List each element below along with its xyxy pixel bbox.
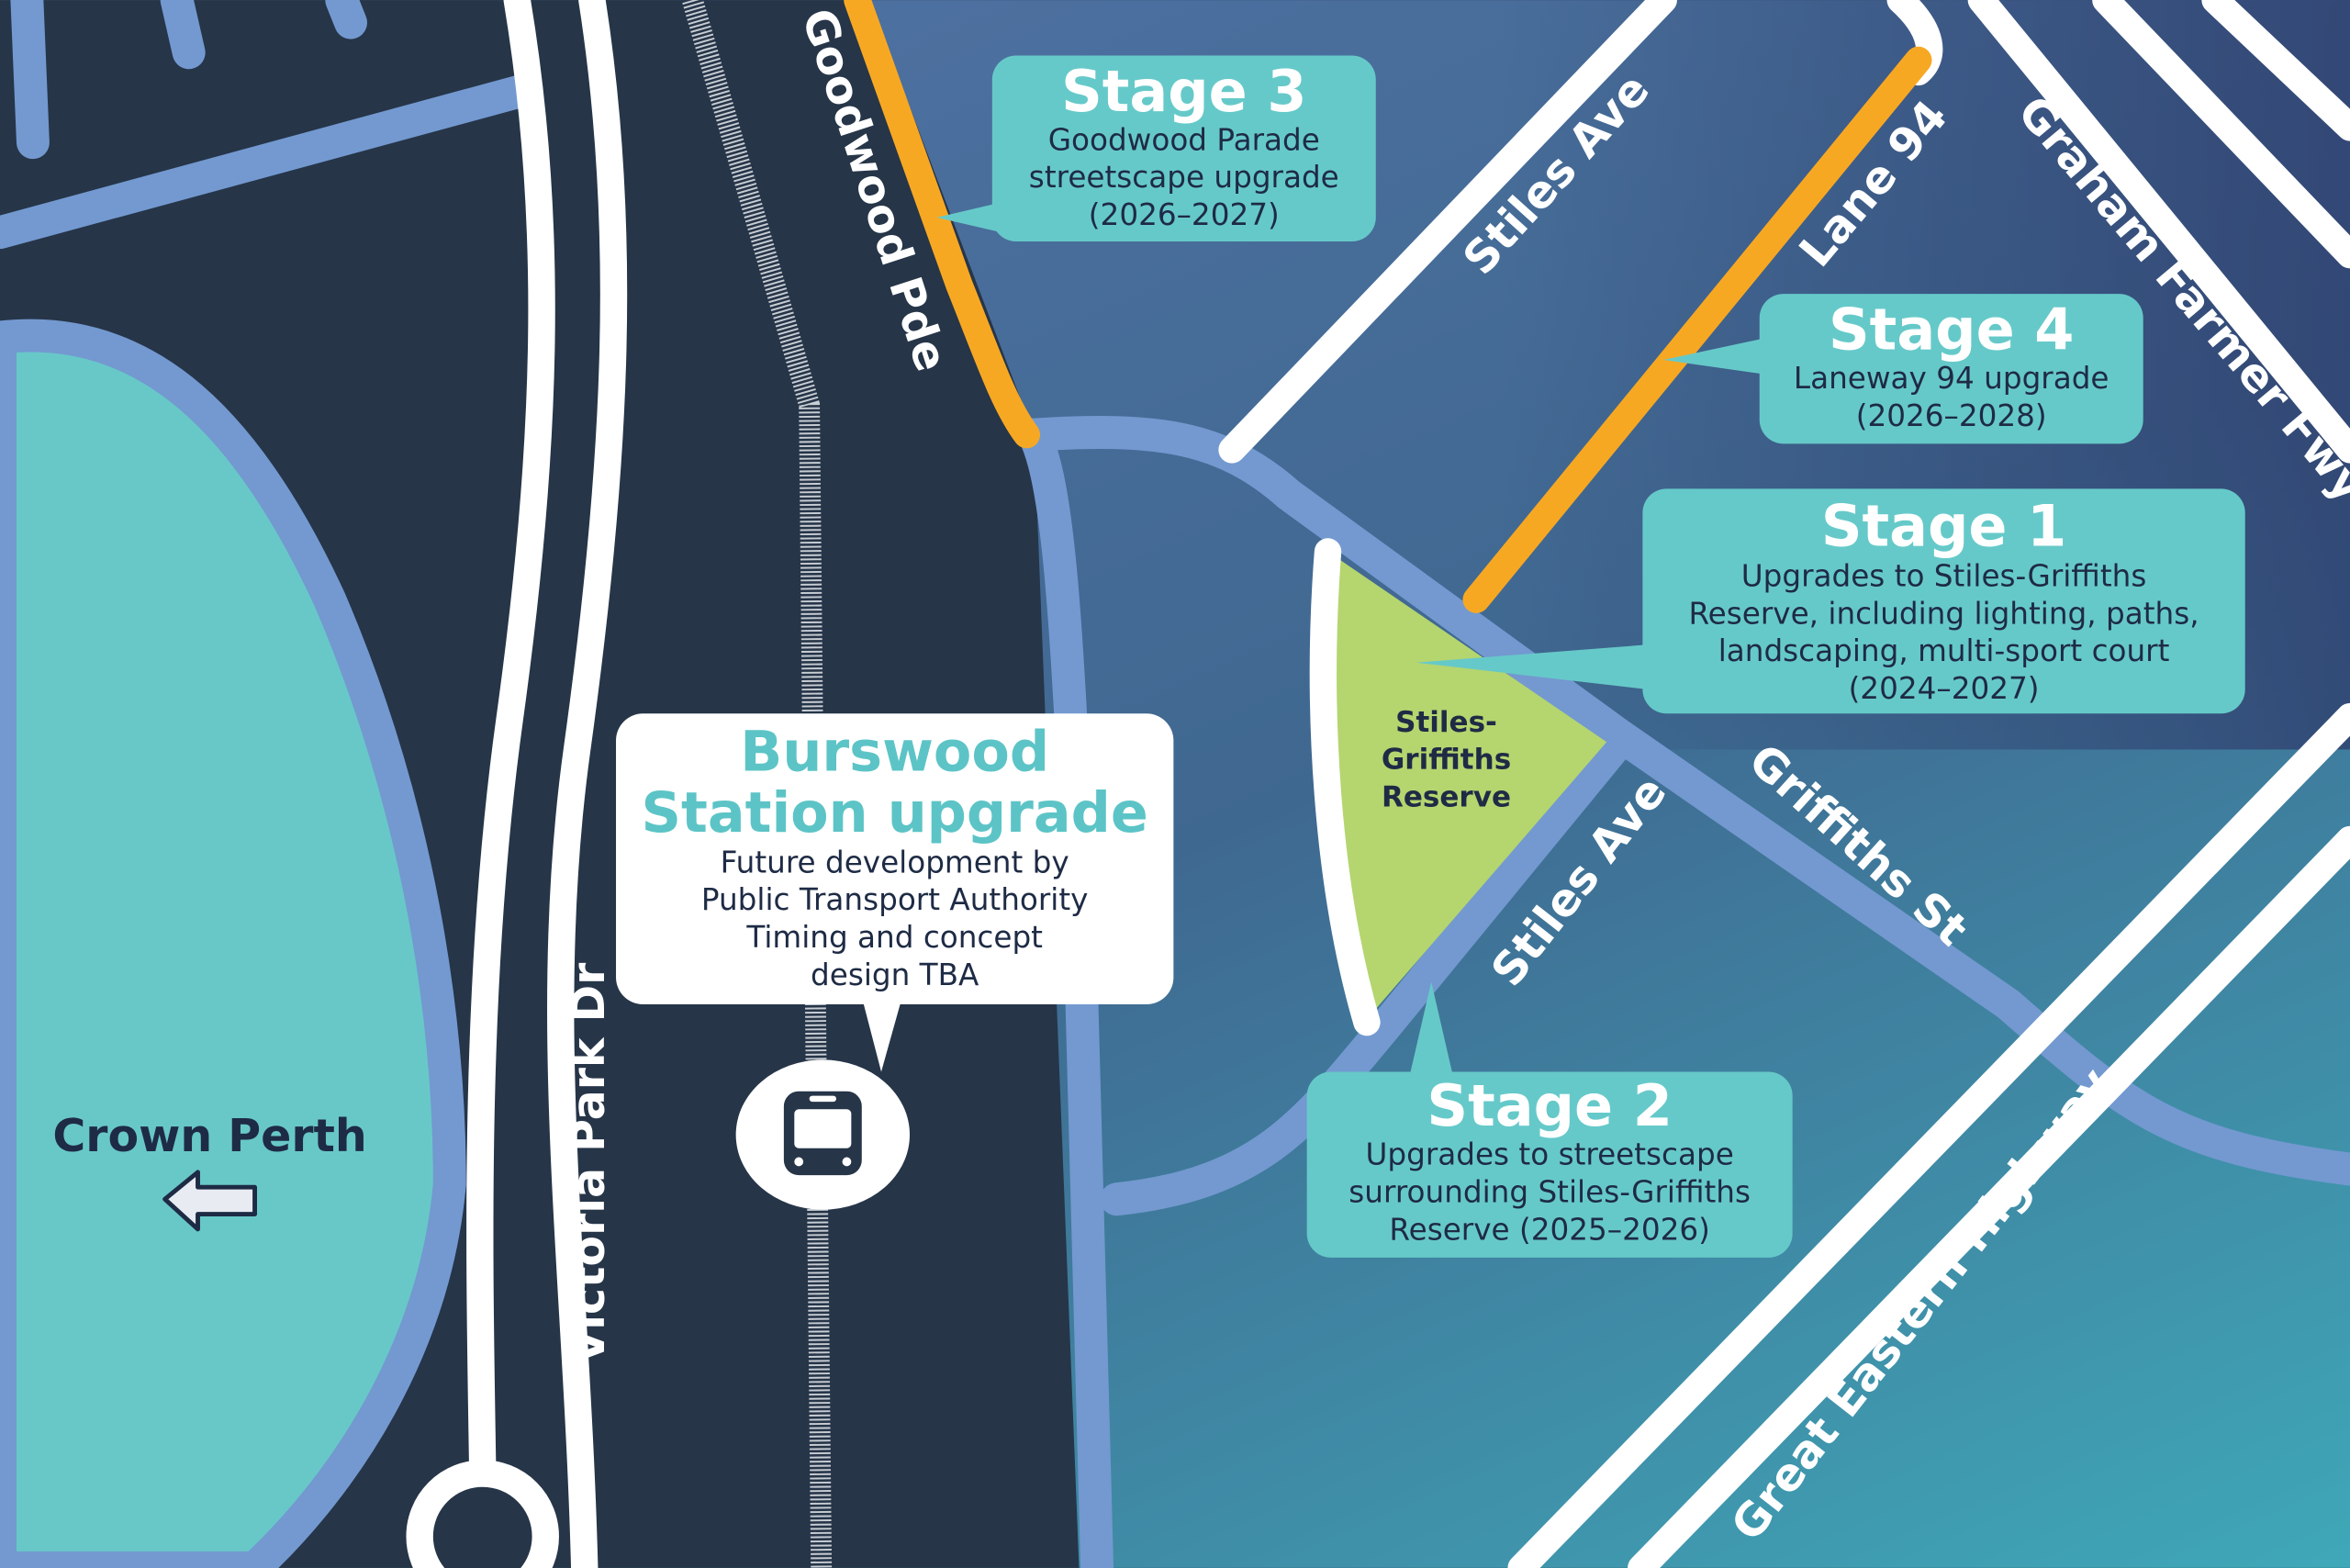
street-label-victoria-park-dr: Victoria Park Dr xyxy=(563,963,615,1364)
reserve-label: Reserve xyxy=(1382,780,1511,813)
stiles-griffiths-reserve xyxy=(1335,557,1607,1020)
station-text: design TBA xyxy=(811,958,979,992)
arrow-left-icon xyxy=(162,1170,257,1232)
road-griffiths-st xyxy=(1017,416,2350,1186)
reserve-path xyxy=(1309,538,1381,1036)
stage3-route xyxy=(844,0,1041,449)
station-text: Future development by xyxy=(721,845,1069,879)
road-great-eastern-hwy xyxy=(1507,702,2350,1568)
stage4-route xyxy=(1462,46,1932,613)
stage3-text: streetscape upgrade xyxy=(1029,160,1339,195)
reserve-label: Griffiths xyxy=(1382,744,1511,777)
road-great-eastern-hwy xyxy=(1628,825,2350,1568)
stage1-callout: Stage 1 Upgrades to Stiles-Griffiths Res… xyxy=(1416,488,2245,714)
stage2-title: Stage 2 xyxy=(1427,1072,1672,1139)
stage2-text: surrounding Stiles-Griffiths xyxy=(1348,1175,1751,1210)
stage3-text: (2026–2027) xyxy=(1089,197,1280,232)
crown-perth-label: Crown Perth xyxy=(52,1110,366,1162)
stage4-title: Stage 4 xyxy=(1829,297,2074,364)
stage2-text: Upgrades to streetscape xyxy=(1366,1137,1734,1172)
road-victoria-park-dr-west xyxy=(466,0,555,1483)
stage3-callout: Stage 3 Goodwood Parade streetscape upgr… xyxy=(936,55,1376,241)
station-text: Public Transport Authority xyxy=(701,882,1089,917)
road-graham-farmer-fwy xyxy=(2092,0,2350,269)
stage4-text: Laneway 94 upgrade xyxy=(1794,361,2109,396)
park-area xyxy=(0,319,466,1568)
station-title: Burswood xyxy=(740,720,1049,784)
road-graham-farmer-fwy xyxy=(1967,0,2350,464)
stage4-callout: Stage 4 Laneway 94 upgrade (2026–2028) xyxy=(1663,294,2143,444)
stage1-text: Reserve, including lighting, paths, xyxy=(1688,596,2199,631)
road-stub xyxy=(10,0,50,160)
stage1-text: Upgrades to Stiles-Griffiths xyxy=(1741,558,2147,593)
road-stiles-ave-upper xyxy=(1218,0,1677,464)
road-victoria-park-dr-east xyxy=(547,0,628,1568)
train-icon xyxy=(735,1059,911,1210)
stage3-title: Stage 3 xyxy=(1061,58,1306,125)
road-top-left xyxy=(0,73,542,250)
road-stub xyxy=(325,0,367,39)
stage2-text: Reserve (2025–2026) xyxy=(1389,1212,1709,1247)
station-title: Station upgrade xyxy=(642,781,1148,846)
road-stiles-ave-lower xyxy=(1100,725,1636,1216)
station-text: Timing and concept xyxy=(745,920,1043,955)
road-stub xyxy=(160,0,206,70)
stage4-text: (2026–2028) xyxy=(1856,398,2047,433)
burswood-station-callout: Burswood Station upgrade Future developm… xyxy=(616,713,1174,1072)
road-graham-farmer-fwy xyxy=(2201,0,2350,141)
stage1-text: (2024–2027) xyxy=(1849,671,2040,706)
roundabout xyxy=(406,1460,559,1568)
reserve-label: Stiles- xyxy=(1395,706,1497,739)
stage1-text: landscaping, multi-sport court xyxy=(1718,633,2170,668)
stage3-text: Goodwood Parade xyxy=(1048,122,1320,157)
stage2-callout: Stage 2 Upgrades to streetscape surround… xyxy=(1306,981,1793,1258)
stage1-title: Stage 1 xyxy=(1821,492,2066,559)
